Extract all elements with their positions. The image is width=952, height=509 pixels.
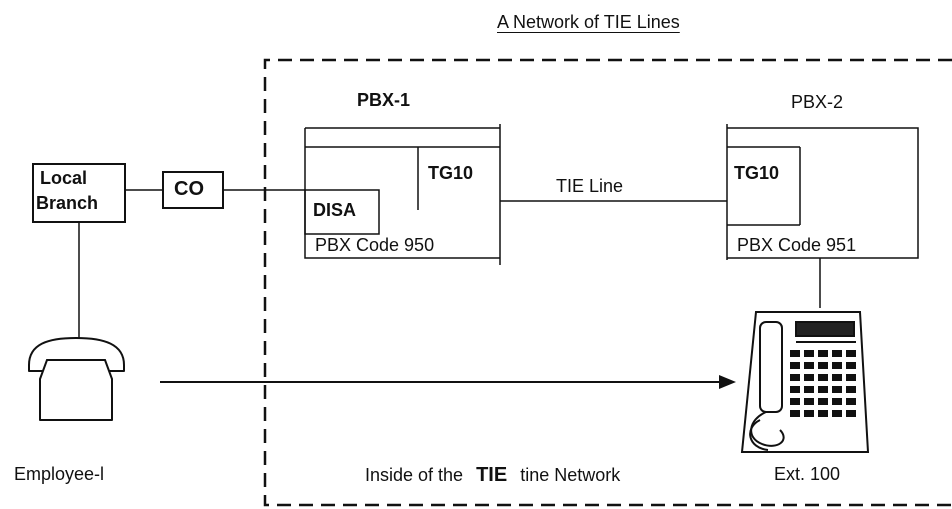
pbx1-name: PBX-1 [357,90,411,110]
co-label: CO [174,178,204,200]
employee-label: Employee-l [14,464,105,484]
call-arrowhead [719,375,736,389]
pbx2-frame [726,124,919,260]
pbx2-name: PBX-2 [791,92,844,112]
inside-network-caption: Inside of the TIE tine Network [365,464,620,487]
extension-label: Ext. 100 [774,464,841,484]
pbx2-code: PBX Code 951 [737,235,857,255]
caption-tie-emph: TIE [476,464,508,486]
local-branch-label-line2: Branch [36,193,99,213]
disa-label: DISA [313,200,357,220]
caption-prefix: Inside of the [365,465,464,485]
caption-suffix: tine Network [520,465,621,485]
desk-phone-icon [740,311,870,453]
tie-line-label: TIE Line [556,176,624,196]
employee-phone-icon [28,337,125,421]
pbx2-tg-label: TG10 [734,163,780,183]
diagram-title: A Network of TIE Lines [497,12,680,32]
pbx1-code: PBX Code 950 [315,235,435,255]
pbx1-tg-label: TG10 [428,163,474,183]
network-boundary [263,58,952,507]
local-branch-label-line1: Local [40,168,88,188]
pbx1-frame [304,124,501,265]
